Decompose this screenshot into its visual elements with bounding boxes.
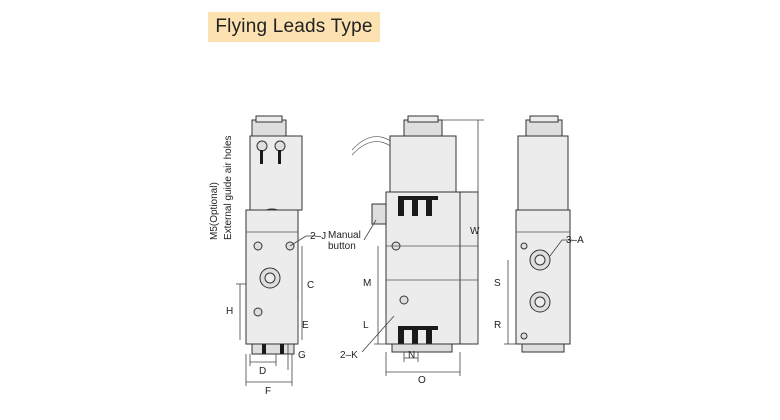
- center-view: [351, 115, 484, 376]
- page-title: Flying Leads Type: [215, 16, 373, 37]
- label-m: M: [363, 278, 371, 289]
- label-m5-optional: M5(Optional): [209, 182, 220, 240]
- label-s: S: [494, 278, 501, 289]
- label-external-guide: External guide air holes: [223, 135, 234, 240]
- right-view: [504, 115, 572, 353]
- left-view: [236, 115, 316, 386]
- label-manual: Manual: [328, 230, 361, 241]
- label-2-k: 2–K: [340, 350, 358, 361]
- label-2-j: 2–J: [310, 231, 326, 242]
- label-r: R: [494, 320, 501, 331]
- label-w: W: [470, 226, 480, 237]
- label-n: N: [408, 350, 415, 361]
- label-d: D: [259, 366, 266, 377]
- label-3-a: 3–A: [566, 235, 584, 246]
- label-e: E: [302, 320, 309, 331]
- label-f: F: [265, 386, 271, 397]
- label-c: C: [307, 280, 314, 291]
- label-h: H: [226, 306, 233, 317]
- label-g: G: [298, 350, 306, 361]
- label-button: button: [328, 241, 356, 252]
- label-l: L: [363, 320, 369, 331]
- title-badge: Flying Leads Type: [208, 12, 380, 42]
- label-o: O: [418, 375, 426, 386]
